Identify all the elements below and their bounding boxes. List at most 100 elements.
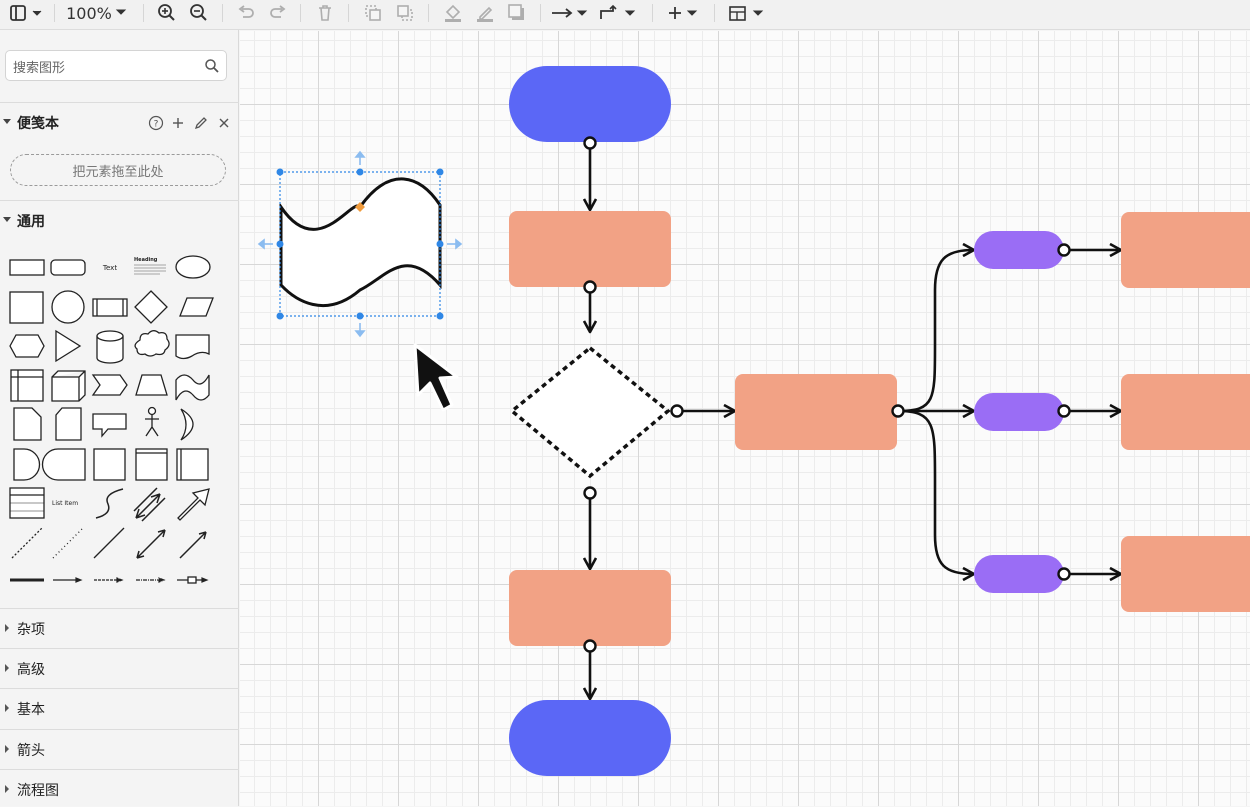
tape-shape: [175, 374, 210, 401]
line-color-button[interactable]: [472, 0, 498, 26]
connection-style-dropdown[interactable]: [550, 0, 592, 26]
ellipse-shape: [175, 255, 211, 279]
section-basic[interactable]: 基本: [0, 688, 239, 726]
zoom-out-button[interactable]: [186, 0, 212, 26]
to-front-button[interactable]: [360, 0, 386, 26]
undo-button[interactable]: [234, 0, 258, 26]
shadow-button[interactable]: [504, 0, 530, 26]
toolbar-divider: [300, 4, 301, 22]
clone-arrows: [257, 150, 463, 338]
search-icon[interactable]: [204, 58, 220, 74]
paint-bucket-icon: [445, 4, 461, 22]
start-terminal-shape: [509, 66, 671, 142]
zoom-in-icon: [158, 4, 175, 21]
sub-process-shape-3: [974, 555, 1064, 593]
fill-color-button[interactable]: [440, 0, 466, 26]
zoom-in-button[interactable]: [154, 0, 180, 26]
section-arrows[interactable]: 箭头: [0, 729, 239, 767]
shapes-sidebar: 搜索图形 便笺本 ? 把元素拖至此处 通用: [0, 30, 239, 806]
waypoints-dropdown[interactable]: [598, 0, 640, 26]
resize-handles: [276, 168, 444, 320]
toolbar-divider: [143, 4, 144, 22]
section-basic-label: 基本: [17, 702, 45, 718]
internal-storage-shape: [10, 369, 44, 402]
edit-icon[interactable]: [193, 115, 209, 131]
caret-right-icon: [5, 664, 9, 672]
directional-connector-shape: [179, 531, 207, 559]
section-arrows-label: 箭头: [17, 743, 45, 759]
insert-dropdown[interactable]: [664, 0, 704, 26]
caret-right-icon: [5, 745, 9, 753]
sub-process-shape-1: [974, 231, 1064, 269]
caret-down-icon: [3, 119, 11, 124]
decision-diamond-shape: [509, 345, 671, 479]
parallelogram-shape: [179, 297, 214, 317]
caret-down-icon: [3, 217, 11, 222]
list-item-shape: List Item: [52, 500, 78, 507]
data-storage-shape: [41, 448, 86, 481]
delete-button[interactable]: [312, 0, 338, 26]
help-icon[interactable]: ?: [148, 115, 164, 131]
section-misc[interactable]: 杂项: [0, 608, 239, 646]
process-shape-3: [509, 570, 671, 646]
close-icon[interactable]: [216, 115, 232, 131]
diagram-canvas[interactable]: [240, 31, 1250, 806]
toolbar-divider: [714, 4, 715, 22]
section-general[interactable]: 通用: [0, 200, 239, 238]
selected-tape-shape[interactable]: [257, 150, 463, 338]
sidebar-toggle-button[interactable]: [6, 0, 46, 26]
shape-adjust-handle: [355, 202, 365, 212]
bidirectional-connector-shape: [136, 529, 166, 559]
dashed-line-shape: [11, 527, 43, 559]
vertical-container-shape: [176, 448, 209, 481]
or-shape: [180, 408, 194, 441]
diamond-shape: [134, 290, 168, 324]
table-dropdown[interactable]: [726, 0, 768, 26]
frame-shape: [93, 448, 126, 481]
end-terminal-shape: [509, 700, 671, 776]
process-shape: [92, 298, 128, 317]
zoom-dropdown[interactable]: 100%: [62, 0, 134, 26]
zoom-out-icon: [190, 4, 207, 21]
scratchpad-drop-zone[interactable]: 把元素拖至此处: [10, 154, 226, 186]
section-scratchpad[interactable]: 便笺本 ?: [0, 102, 239, 140]
trash-icon: [319, 5, 331, 21]
process-shape-2: [735, 374, 897, 450]
bidirectional-arrow-shape: [133, 487, 166, 522]
section-advanced[interactable]: 高级: [0, 648, 239, 686]
text-shape: Text: [102, 264, 117, 272]
output-shape-3: [1121, 536, 1250, 612]
cube-shape: [51, 370, 86, 402]
section-advanced-label: 高级: [17, 662, 45, 678]
line-shape: [93, 527, 125, 559]
drop-hint: 把元素拖至此处: [72, 164, 164, 180]
rounded-rectangle-shape: [50, 259, 86, 276]
sub-process-shape-2: [974, 393, 1064, 431]
toolbar-divider: [222, 4, 223, 22]
general-shapes-panel: Text Heading List Item: [0, 240, 239, 605]
callout-shape: [92, 413, 127, 438]
undo-icon: [238, 5, 254, 18]
toolbar-divider: [652, 4, 653, 22]
pencil-icon: [477, 6, 493, 22]
circle-shape: [51, 290, 85, 324]
connection-points: [583, 136, 1071, 653]
cloud-shape: [134, 330, 170, 357]
dotted-line-shape: [52, 527, 84, 559]
caret-right-icon: [5, 624, 9, 632]
add-icon[interactable]: [170, 115, 186, 131]
trapezoid-shape: [135, 374, 168, 396]
section-flowchart[interactable]: 流程图: [0, 769, 239, 807]
section-misc-label: 杂项: [17, 622, 45, 638]
toolbar-divider: [428, 4, 429, 22]
triangle-shape: [55, 329, 82, 363]
search-input[interactable]: 搜索图形: [5, 50, 227, 81]
toolbar-divider: [348, 4, 349, 22]
section-flowchart-label: 流程图: [17, 783, 59, 799]
arrow-shape: [177, 488, 210, 521]
document-shape: [175, 334, 210, 360]
caret-right-icon: [5, 785, 9, 793]
svg-text:?: ?: [154, 120, 159, 130]
redo-button[interactable]: [266, 0, 290, 26]
to-back-button[interactable]: [392, 0, 418, 26]
